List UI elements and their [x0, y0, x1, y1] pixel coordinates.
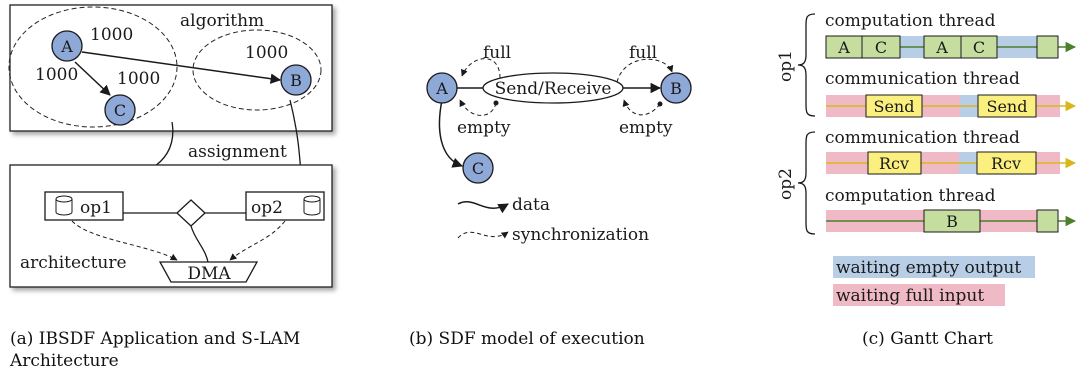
node-c-label: C — [472, 159, 484, 178]
send-receive-actor — [482, 72, 624, 104]
row1-task-label: C — [973, 38, 985, 57]
full-arc-right — [616, 58, 674, 83]
caption-a: (a) IBSDF Application and S-LAM Architec… — [10, 328, 350, 372]
caption-b-text: (b) SDF model of execution — [409, 329, 645, 349]
node-a-label: A — [435, 79, 448, 98]
node-b — [660, 72, 692, 104]
legend-data-icon — [457, 201, 509, 214]
row2-task-label: Send — [987, 97, 1028, 116]
row3-task — [976, 151, 1037, 175]
edge-a-c — [74, 61, 111, 96]
empty-label-right: empty — [619, 118, 673, 138]
full-label-left: full — [483, 43, 511, 63]
empty-label-left: empty — [457, 118, 511, 138]
row1-task-label: C — [875, 38, 887, 57]
row1-task — [861, 35, 901, 59]
legend-waiting-empty-swatch — [833, 256, 1035, 278]
op2-cluster-ellipse — [192, 29, 322, 111]
op1-label: op1 — [80, 198, 112, 218]
caption-c-text: (c) Gantt Chart — [862, 329, 993, 349]
rate-a-top: 1000 — [90, 25, 133, 45]
send-receive-label: Send/Receive — [495, 79, 612, 99]
dma-label: DMA — [187, 264, 231, 284]
caption-b: (b) SDF model of execution — [409, 328, 649, 350]
empty-arc-right — [622, 99, 663, 116]
panel-b: full full empty empty Send/Receive A B C… — [426, 43, 692, 245]
op2-memory-icon-top — [303, 195, 321, 203]
node-a — [426, 72, 458, 104]
node-b-label: B — [290, 71, 302, 90]
row4-task-end — [1036, 209, 1059, 233]
op2-label: op2 — [776, 168, 796, 200]
row4-label: computation thread — [825, 186, 996, 206]
row1-task — [960, 35, 998, 59]
caption-a-text: (a) IBSDF Application and S-LAM Architec… — [10, 329, 301, 371]
row3-label: communication thread — [825, 128, 1020, 148]
op1-cluster-ellipse — [8, 6, 178, 128]
legend-sync-label: synchronization — [512, 225, 649, 245]
legend-data-label: data — [512, 195, 550, 215]
op2-brace — [797, 131, 816, 235]
algorithm-label: algorithm — [180, 11, 264, 31]
node-c — [462, 152, 494, 184]
edge-a-b — [81, 51, 282, 84]
rate-a-left: 1000 — [35, 65, 78, 85]
node-b-label: B — [670, 79, 682, 98]
legend-sync-icon — [457, 231, 509, 239]
row2-task — [977, 94, 1037, 118]
legend-waiting-full-label: waiting full input — [836, 286, 984, 306]
op1-memory-icon — [55, 199, 73, 216]
node-c-label: C — [114, 101, 126, 120]
row2-label: communication thread — [825, 69, 1020, 89]
op2-memory-icon — [303, 199, 321, 216]
algorithm-box — [9, 4, 333, 132]
edge-a-c — [438, 99, 463, 168]
node-a-label: A — [60, 37, 73, 56]
caption-c: (c) Gantt Chart — [862, 328, 1062, 350]
row1-task-label: A — [935, 38, 948, 57]
row2-task — [865, 94, 923, 118]
panel-a: algorithm 1000 1000 1000 1000 A C B assi… — [8, 4, 333, 288]
row4-task — [923, 209, 981, 233]
node-c — [104, 94, 136, 126]
architecture-label: architecture — [20, 253, 127, 273]
rate-b-top: 1000 — [245, 43, 288, 63]
row3-task — [867, 151, 922, 175]
op1-label: op1 — [776, 50, 796, 82]
row2-task-label: Send — [874, 97, 915, 116]
full-arc-left — [460, 58, 501, 79]
op1-brace — [797, 13, 816, 117]
row3-task-label: Rcv — [991, 154, 1021, 173]
rate-c-top: 1000 — [117, 69, 160, 89]
link-switch-dma — [190, 225, 209, 263]
empty-arc-left — [459, 99, 499, 116]
row1-task-end — [1036, 35, 1059, 59]
row1-task-label: A — [837, 38, 850, 57]
row1-label: computation thread — [825, 11, 996, 31]
node-a — [51, 30, 83, 62]
op2-label: op2 — [251, 198, 283, 218]
dma-block — [158, 261, 259, 283]
row3-task-label: Rcv — [879, 154, 909, 173]
row4-task-label: B — [946, 212, 958, 231]
dma-control-op1 — [71, 220, 178, 261]
node-b — [280, 64, 312, 96]
full-label-right: full — [629, 43, 657, 63]
op1-memory-icon-top — [55, 195, 73, 203]
panel-c: op1 op2 computation thread communication… — [776, 11, 1077, 306]
assignment-label: assignment — [188, 142, 287, 162]
legend-waiting-full-swatch — [833, 284, 1005, 306]
legend-waiting-empty-label: waiting empty output — [836, 258, 1021, 278]
